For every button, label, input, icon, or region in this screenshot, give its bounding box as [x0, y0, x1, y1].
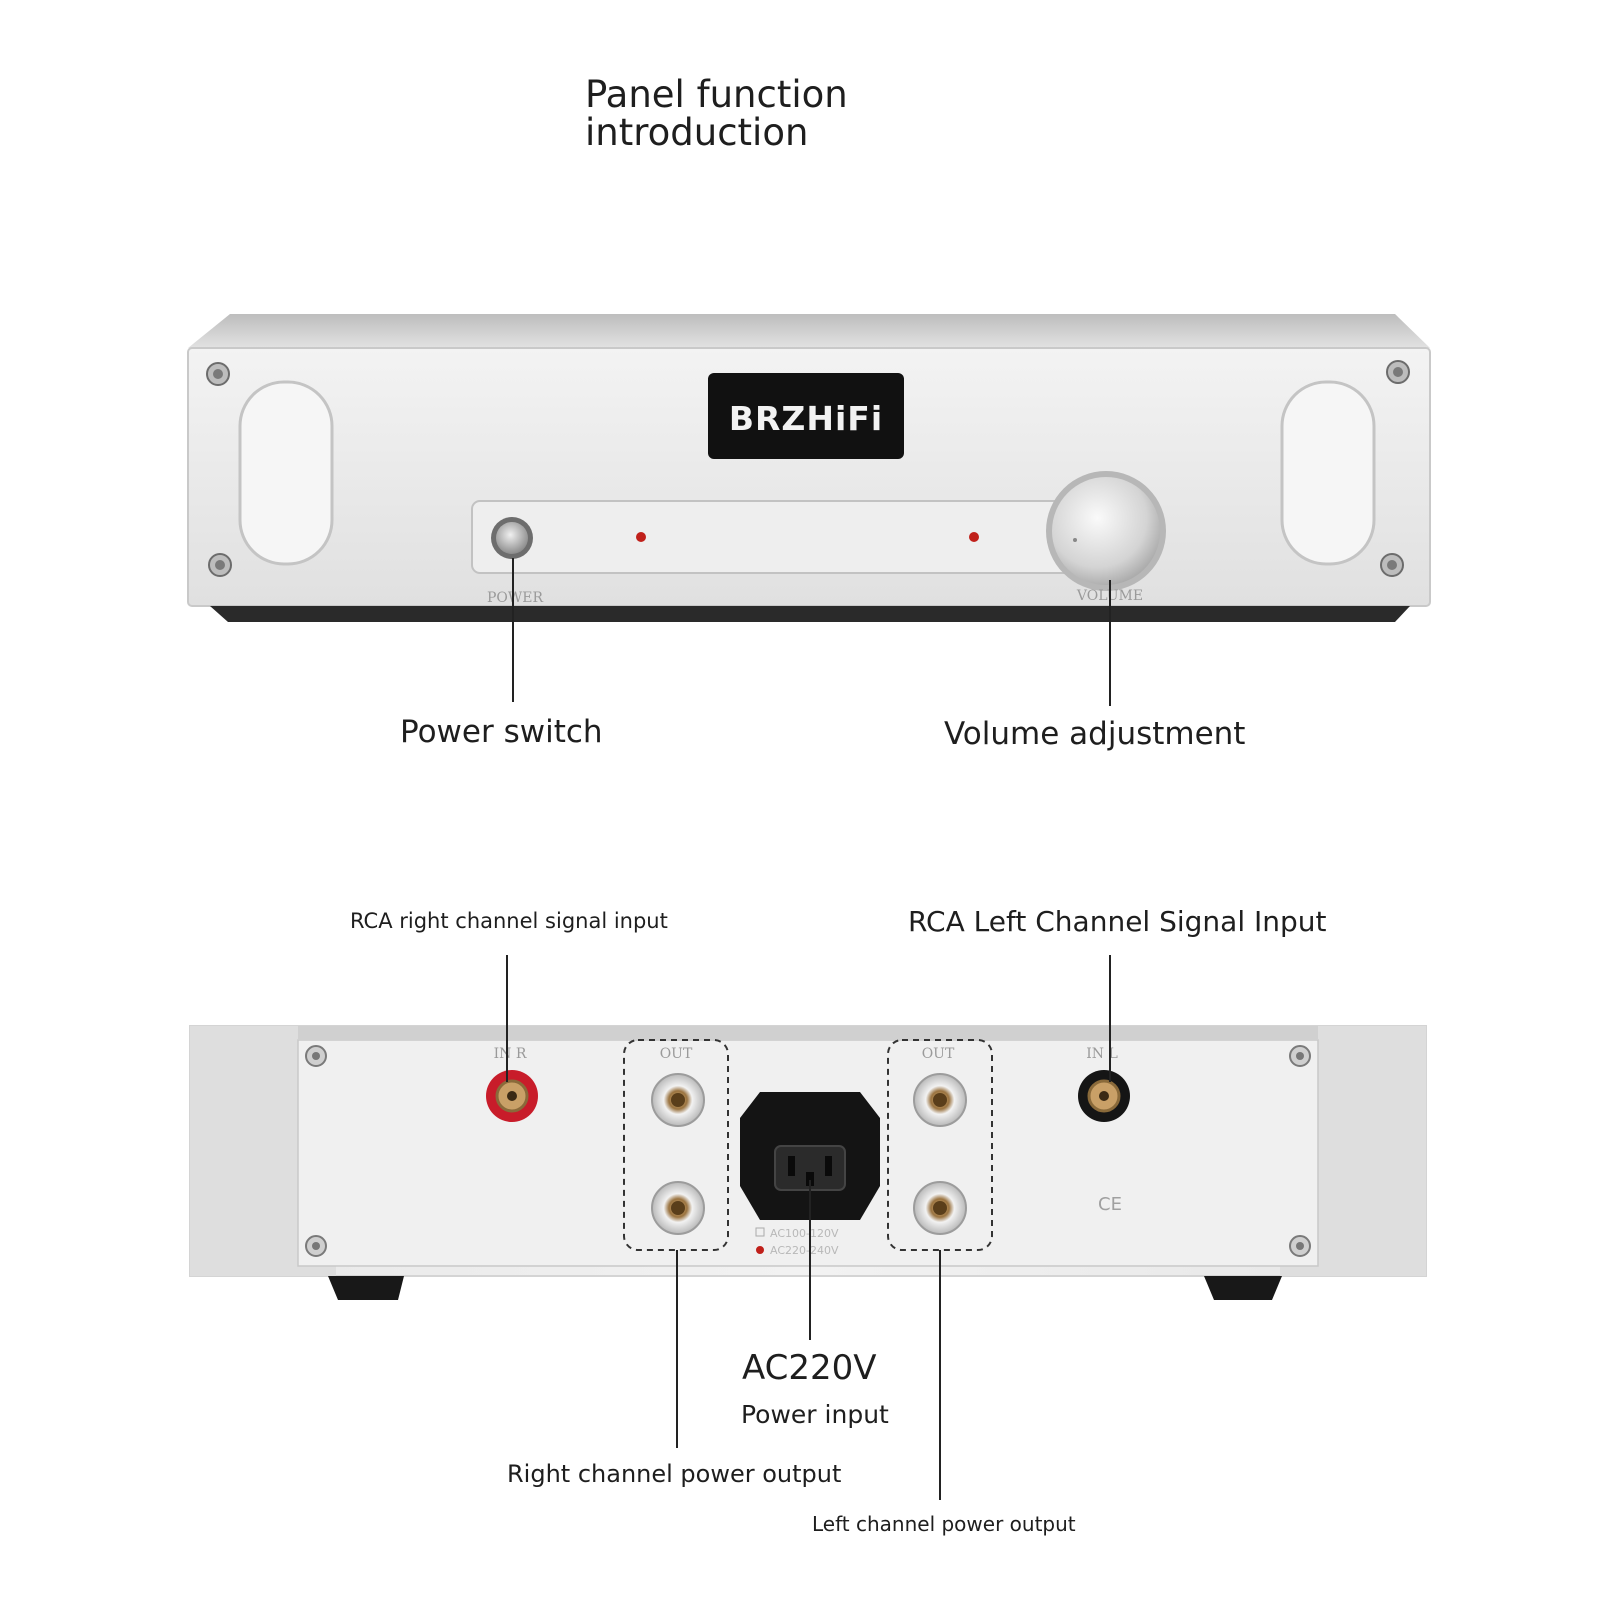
power-marking: POWER [487, 590, 544, 606]
rca-right-jack[interactable] [486, 1070, 538, 1122]
right-negative-terminal[interactable] [651, 1181, 705, 1235]
voltage-option-110: AC100-120V [770, 1227, 839, 1240]
front-base-shadow [210, 606, 1410, 622]
right-channel-output-label: Right channel power output [507, 1460, 842, 1488]
rear-top-lip [298, 1026, 1318, 1040]
logo-display [708, 373, 904, 459]
left-output-group [887, 1039, 993, 1251]
right-handle [1280, 380, 1376, 566]
volume-adjustment-label: Volume adjustment [944, 716, 1246, 752]
screw-icon [1289, 1045, 1311, 1067]
rca-left-input-label: RCA Left Channel Signal Input [908, 905, 1327, 938]
left-channel-output-label: Left channel power output [812, 1512, 1076, 1536]
screw-icon [305, 1235, 327, 1257]
screw-icon [1386, 360, 1410, 384]
rca-left-jack[interactable] [1078, 1070, 1130, 1122]
out-marking-left: OUT [922, 1046, 955, 1062]
left-positive-terminal[interactable] [913, 1073, 967, 1127]
left-handle [238, 380, 334, 566]
led-indicator [969, 532, 979, 542]
iec-power-inlet[interactable] [740, 1092, 880, 1220]
rear-foot-right [1204, 1276, 1282, 1300]
rear-panel: IN R IN L OUT OUT [189, 1025, 1427, 1300]
ce-mark: CE [1098, 1194, 1122, 1215]
rear-foot-left [328, 1276, 404, 1300]
ac220v-label: AC220V [742, 1348, 877, 1388]
screw-icon [206, 362, 230, 386]
front-top-cover [188, 314, 1430, 348]
right-output-group [623, 1039, 729, 1251]
power-button[interactable] [491, 517, 533, 559]
screw-icon [1289, 1235, 1311, 1257]
front-panel: BRZHiFi POWER VOLUME [187, 314, 1431, 622]
power-input-label: Power input [741, 1400, 889, 1429]
in-l-marking: IN L [1086, 1046, 1118, 1062]
left-negative-terminal[interactable] [913, 1181, 967, 1235]
voltage-option-220: AC220-240V [770, 1244, 839, 1257]
voltage-selector: AC100-120V AC220-240V [755, 1227, 839, 1257]
screw-icon [208, 553, 232, 577]
out-marking-right: OUT [660, 1046, 693, 1062]
brand-logo: BRZHiFi [729, 399, 883, 438]
page-title: Panel function introduction [585, 73, 848, 154]
in-r-marking: IN R [494, 1046, 527, 1062]
screw-icon [305, 1045, 327, 1067]
control-strip [471, 500, 1077, 574]
power-switch-label: Power switch [400, 714, 603, 750]
volume-knob[interactable] [1046, 471, 1166, 591]
screw-icon [1380, 553, 1404, 577]
rca-right-input-label: RCA right channel signal input [350, 909, 668, 933]
right-positive-terminal[interactable] [651, 1073, 705, 1127]
led-indicator [636, 532, 646, 542]
